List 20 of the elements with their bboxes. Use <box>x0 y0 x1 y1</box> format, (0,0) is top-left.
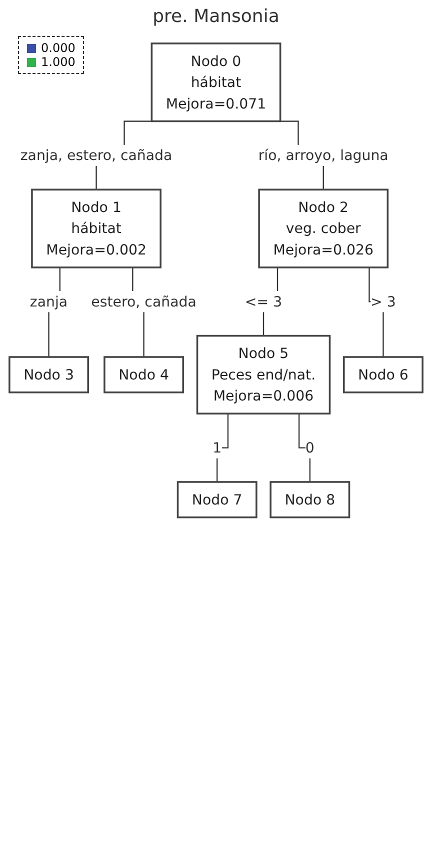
edge-label: <= 3 <box>244 293 282 310</box>
node-box: Nodo 3 <box>8 356 89 394</box>
legend-label: 1.000 <box>41 55 76 69</box>
edge-label: río, arroyo, laguna <box>258 147 388 164</box>
edge-label: 0 <box>305 440 314 456</box>
edge-label: > 3 <box>370 293 396 310</box>
node-box: Nodo 7 <box>176 481 258 518</box>
node-box: Nodo 6 <box>343 356 424 394</box>
edge-label: zanja <box>30 293 68 310</box>
node-box: Nodo 2 veg. cober Mejora=0.026 <box>258 188 389 268</box>
legend-label: 0.000 <box>41 41 76 55</box>
node-box: Nodo 5 Peces end/nat. Mejora=0.006 <box>196 334 331 414</box>
diagram-title: pre. Mansonia <box>152 6 280 27</box>
edge-label: 1 <box>212 440 222 456</box>
node-box: Nodo 8 <box>270 481 350 518</box>
edge-label: estero, cañada <box>91 293 196 310</box>
edge-label: zanja, estero, cañada <box>20 147 172 164</box>
node-box: Nodo 4 <box>104 356 184 394</box>
node-box: Nodo 0 hábitat Mejora=0.071 <box>150 42 282 122</box>
node-box: Nodo 1 hábitat Mejora=0.002 <box>31 188 162 268</box>
